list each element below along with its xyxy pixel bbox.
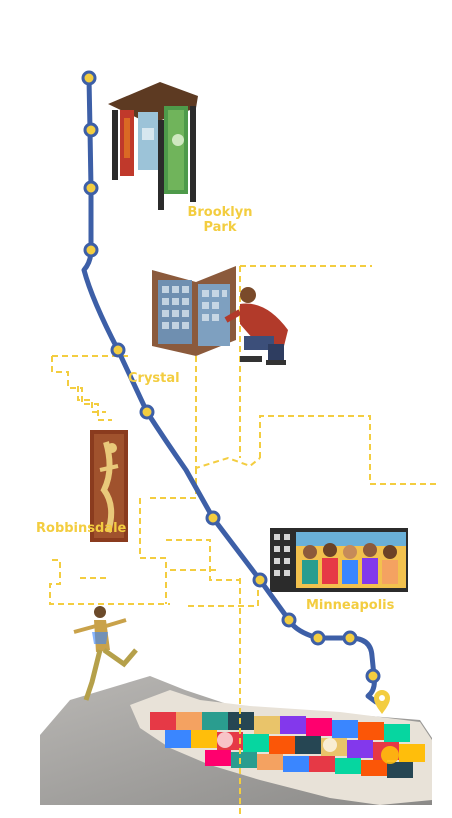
station-marker[interactable] <box>252 572 268 588</box>
kiosk-with-visitor <box>152 266 288 365</box>
city-label-line: Park <box>203 220 237 235</box>
station-marker[interactable] <box>310 630 326 646</box>
station-marker[interactable] <box>110 342 126 358</box>
city-label-line: Brooklyn <box>187 205 253 220</box>
city-label-minneapolis: Minneapolis <box>306 598 395 613</box>
robbinsdale-sculpture <box>90 430 128 542</box>
transit-route-line <box>81 75 379 705</box>
station-marker[interactable] <box>139 404 155 420</box>
city-label-robbinsdale: Robbinsdale <box>36 521 127 536</box>
station-marker[interactable] <box>83 242 99 258</box>
city-label-crystal: Crystal <box>128 371 180 386</box>
station-marker[interactable] <box>81 70 97 86</box>
minneapolis-mural <box>270 528 408 592</box>
station-marker[interactable] <box>365 668 381 684</box>
station-marker[interactable] <box>83 122 99 138</box>
map-pin-icon[interactable] <box>374 690 390 714</box>
bus-shelter-art <box>108 82 198 210</box>
station-marker[interactable] <box>342 630 358 646</box>
station-marker[interactable] <box>281 612 297 628</box>
dancer-figure <box>73 606 138 701</box>
city-label-brooklyn-park: Brooklyn Park <box>170 205 270 235</box>
station-markers <box>81 70 381 684</box>
city-boundaries <box>49 265 438 818</box>
painted-plaza <box>40 676 432 805</box>
station-marker[interactable] <box>83 180 99 196</box>
station-marker[interactable] <box>205 510 221 526</box>
